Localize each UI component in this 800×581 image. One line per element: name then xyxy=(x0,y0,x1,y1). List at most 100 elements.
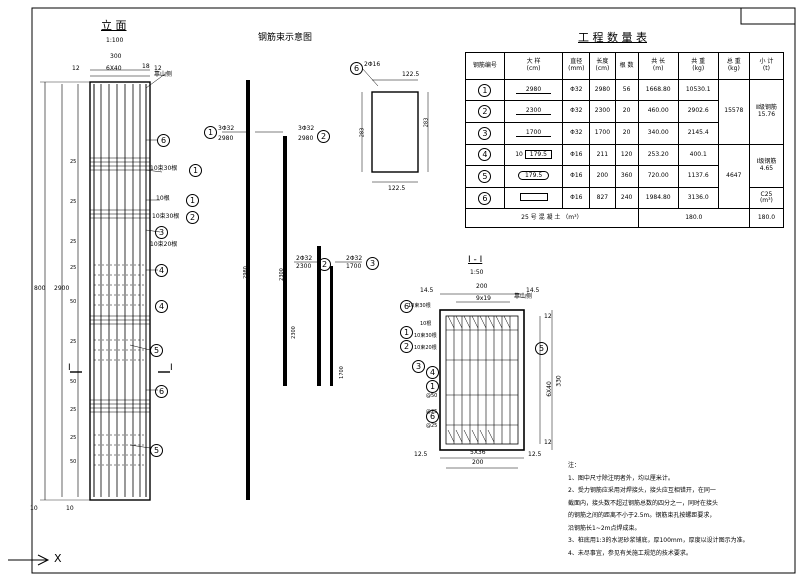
section-callout-4: 4 xyxy=(426,366,439,379)
quantity-table: 钢筋编号 大 样(cm) 直径(mm) 长度(cm) 根 数 共 长(m) 共 … xyxy=(465,52,785,228)
bundle-vert-3: 2300 xyxy=(290,326,297,339)
elevation-callout-5: 5 xyxy=(150,344,163,357)
left-dim-10: 50 xyxy=(70,459,77,465)
th-tlen: 共 长(m) xyxy=(637,52,679,80)
section-r7-label: @25 xyxy=(426,423,438,429)
note-item: 截面内，接头数不超过钢筋总数的四分之一，同时在接头 xyxy=(568,499,719,507)
concrete-label: 25 号 混 凝 土 （m³） xyxy=(465,208,639,228)
concrete-row: 25 号 混 凝 土 （m³） 180.0 180.0 xyxy=(465,208,785,228)
elevation-right-small-dim: 18 xyxy=(142,63,150,70)
sub-a: 15.76 xyxy=(757,110,776,118)
section-callout-1b: 1 xyxy=(426,380,439,393)
section-dim-bottom: 5X36 xyxy=(470,449,486,456)
bundle-spec-4: 2Φ32 xyxy=(346,255,363,262)
left-dim-6: 25 xyxy=(70,339,77,345)
th-no: 钢筋编号 xyxy=(465,52,505,80)
elevation-title: 立 面 xyxy=(101,19,127,32)
left-dim-9: 25 xyxy=(70,435,77,441)
bundle-vert-1: 2980 xyxy=(242,266,249,279)
stirrup-spec: 2Φ16 xyxy=(364,61,381,68)
section-r2-label: 10根 xyxy=(420,321,432,327)
stirrup-left-dim: 283 xyxy=(359,127,366,138)
sub-b: 4.65 xyxy=(759,164,774,172)
elevation-width-dim: 300 xyxy=(110,53,122,60)
note-item: 沿钢筋长1~2m点焊成束。 xyxy=(568,524,641,532)
section-dim-bottom-total: 200 xyxy=(472,459,484,466)
th-total: 总 重(kg) xyxy=(717,52,750,80)
section-mark-left: I xyxy=(68,363,71,373)
elevation-side-label: 靠山侧 xyxy=(154,71,173,78)
elevation-right-edge-dim: 12 xyxy=(154,65,162,72)
section-callout-2: 2 xyxy=(400,340,413,353)
note-item: 1、图中尺寸除注明者外，均以厘米计。 xyxy=(568,474,674,482)
table-row: 5 179.5 Φ16 200 360 720.00 1137.6 xyxy=(465,165,784,188)
left-dim-3: 25 xyxy=(70,239,77,245)
concrete-sum: 180.0 xyxy=(748,208,785,228)
total-b: 4647 xyxy=(717,143,750,210)
elevation-drawing xyxy=(40,69,170,501)
bundle-len-4: 1700 xyxy=(346,263,362,270)
sub-b-label: Ⅰ级钢筋 xyxy=(756,158,777,166)
section-r5-label: @50 xyxy=(426,393,438,399)
note-item: 2、受力钢筋应采用对焊接头，接头应互相错开，在同一 xyxy=(568,487,716,494)
left-dim-1: 25 xyxy=(70,159,77,165)
elevation-row2-label: 10根 xyxy=(156,195,170,202)
sub-a-label: Ⅱ级钢筋 xyxy=(755,104,777,112)
th-wt: 共 重(kg) xyxy=(677,52,719,80)
concrete-qty: 180.0 xyxy=(637,208,750,228)
left-dim-2: 25 xyxy=(70,199,77,205)
elevation-callout-4b: 4 xyxy=(155,300,168,313)
elevation-row1-label: 10束30根 xyxy=(150,165,178,172)
bundle-spec-1: 3Φ32 xyxy=(218,125,235,132)
note-item: 4、未尽事宜，参见有关施工规范的技术要求。 xyxy=(568,549,692,557)
section-dim-top-inner: 9x19 xyxy=(476,295,492,302)
th-len: 长度(cm) xyxy=(589,52,616,80)
bundle-callout-2b: 2 xyxy=(318,258,331,271)
section-dim-right-spacing: 6X40 xyxy=(545,381,553,397)
section-callout-6: 6 xyxy=(400,300,413,313)
bundle-vert-4: 1700 xyxy=(338,366,345,379)
elevation-callout-4: 4 xyxy=(155,264,168,277)
section-r3-label: 10束30根 xyxy=(414,333,437,339)
elevation-bottom-dim-1: 10 xyxy=(30,505,38,512)
table-row: 4 10 179.5 Φ16 211 120 253.20 400.1 4647… xyxy=(465,143,785,210)
elevation-scale: 1:100 xyxy=(106,37,124,44)
bundle-len-3: 2300 xyxy=(296,263,312,270)
stirrup-drawing xyxy=(361,67,429,183)
notes-block: 注： 1、图中尺寸除注明者外，均以厘米计。 2、受力钢筋应采用对焊接头，接头应互… xyxy=(568,460,749,560)
left-dim-5: 50 xyxy=(70,299,77,305)
bundle-vert-2: 2300 xyxy=(278,268,285,281)
bundle-callout-1: 1 xyxy=(204,126,217,139)
concrete-grade: C25 xyxy=(760,190,773,198)
section-callout-6b: 6 xyxy=(426,410,439,423)
th-sub: 小 计(t) xyxy=(748,52,785,80)
section-mark-right: I xyxy=(170,363,173,373)
bundle-spec-3: 2Φ32 xyxy=(296,255,313,262)
section-dim-right-small: 12 xyxy=(544,439,552,446)
section-callout-3: 3 xyxy=(412,360,425,373)
bundle-len-2: 2980 xyxy=(298,135,314,142)
elevation-callout-6: 6 xyxy=(157,134,170,147)
section-dim-right-top: 12 xyxy=(544,313,552,320)
bundle-title: 钢筋束示意图 xyxy=(258,33,313,43)
section-dim-bottom-right: 12.5 xyxy=(528,451,542,458)
axis-arrow xyxy=(8,554,50,566)
table-row: 1 2980 Φ32 2980 56 1668.80 10530.1 15578… xyxy=(465,78,785,145)
note-item: 的钢筋之间的距离不小于2.5m。钢筋束孔按螺距要求， xyxy=(568,512,716,519)
section-r1-label: 10束30根 xyxy=(408,303,431,309)
section-dim-top-right: 14.5 xyxy=(526,287,540,294)
th-sketch: 大 样(cm) xyxy=(503,52,564,80)
elevation-mid-height: 2900 xyxy=(54,285,70,292)
axis-x-label: X xyxy=(54,552,62,565)
section-dim-right-total: 330 xyxy=(555,375,563,387)
section-callout-5: 5 xyxy=(535,342,548,355)
quantity-table-title: 工 程 数 量 表 xyxy=(578,31,647,44)
bundle-len-1: 2980 xyxy=(218,135,234,142)
left-dim-8: 25 xyxy=(70,407,77,413)
section-side-label: 靠山侧 xyxy=(514,293,533,300)
elevation-callout-3: 3 xyxy=(155,226,168,239)
stirrup-top-dim: 122.5 xyxy=(402,71,420,78)
note-item: 3、桩底用1:3的水泥砂浆铺底，厚100mm，厚度以设计图示为准。 xyxy=(568,537,749,544)
left-dim-4: 25 xyxy=(70,265,77,271)
